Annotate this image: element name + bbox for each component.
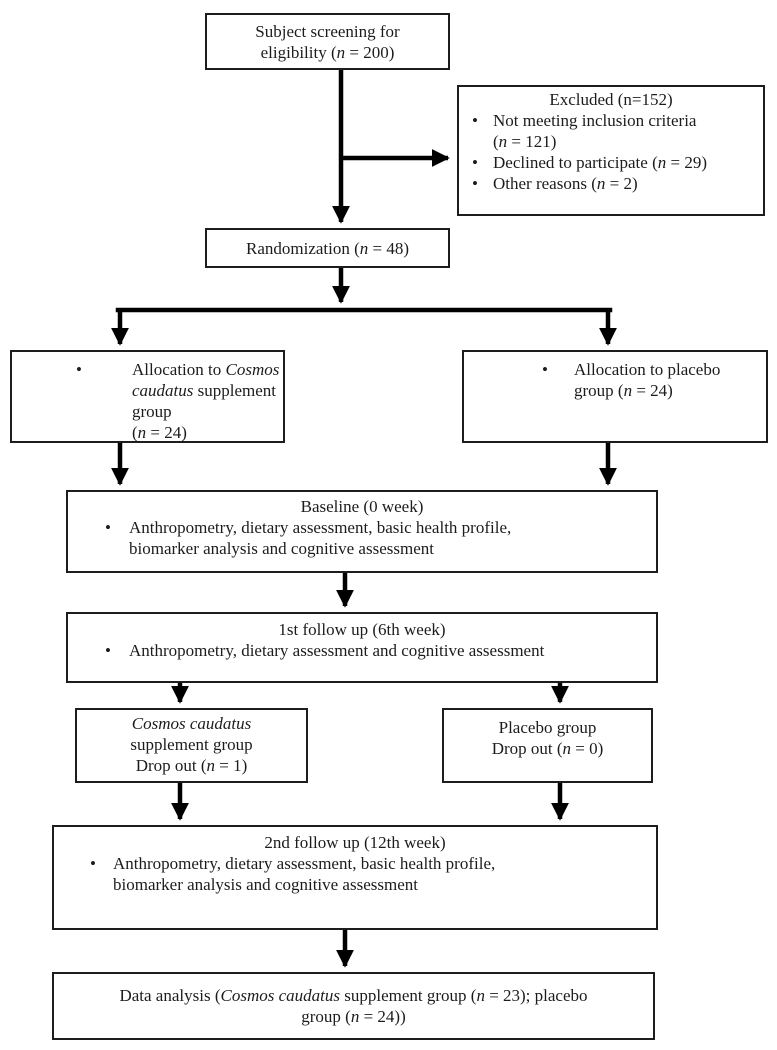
excluded-bullet-inclusion-text: Not meeting inclusion criteria(n = 121) xyxy=(493,111,697,151)
bullet-icon: • xyxy=(90,854,96,873)
excluded-bullet-declined-text: Declined to participate (n = 29) xyxy=(493,153,707,172)
randomization-text: Randomization (n = 48) xyxy=(245,238,410,258)
randomization-box: Randomization (n = 48) xyxy=(205,228,450,268)
bullet-icon: • xyxy=(105,518,111,537)
followup2-box: 2nd follow up (12th week) • Anthropometr… xyxy=(52,825,658,930)
baseline-bullet-text: Anthropometry, dietary assessment, basic… xyxy=(129,518,512,558)
followup1-box: 1st follow up (6th week) • Anthropometry… xyxy=(66,612,658,683)
excluded-bullet-other: • Other reasons (n = 2) xyxy=(459,173,763,194)
bullet-icon: • xyxy=(472,153,478,172)
followup2-title: 2nd follow up (12th week) xyxy=(264,833,446,852)
baseline-title: Baseline (0 week) xyxy=(300,497,424,516)
bullet-icon: • xyxy=(472,174,478,193)
bullet-icon: • xyxy=(105,641,111,660)
data-analysis-text: Data analysis (Cosmos caudatus supplemen… xyxy=(119,986,588,1026)
excluded-bullet-inclusion: • Not meeting inclusion criteria(n = 121… xyxy=(459,110,763,152)
excluded-title: Excluded (n=152) xyxy=(549,90,673,109)
followup1-bullet-text: Anthropometry, dietary assessment and co… xyxy=(129,641,545,660)
followup1-bullet: • Anthropometry, dietary assessment and … xyxy=(68,640,656,661)
excluded-bullet-other-text: Other reasons (n = 2) xyxy=(493,174,638,193)
followup2-bullet: • Anthropometry, dietary assessment, bas… xyxy=(54,853,656,895)
followup1-title: 1st follow up (6th week) xyxy=(278,620,446,639)
data-analysis-box: Data analysis (Cosmos caudatus supplemen… xyxy=(52,972,655,1040)
baseline-bullet: • Anthropometry, dietary assessment, bas… xyxy=(68,517,656,559)
bullet-icon: • xyxy=(76,360,82,379)
baseline-box: Baseline (0 week) • Anthropometry, dieta… xyxy=(66,490,658,573)
excluded-box: Excluded (n=152) • Not meeting inclusion… xyxy=(457,85,765,216)
bullet-icon: • xyxy=(542,360,548,379)
excluded-bullet-declined: • Declined to participate (n = 29) xyxy=(459,152,763,173)
followup2-bullet-text: Anthropometry, dietary assessment, basic… xyxy=(113,854,496,894)
bullet-icon: • xyxy=(472,111,478,130)
